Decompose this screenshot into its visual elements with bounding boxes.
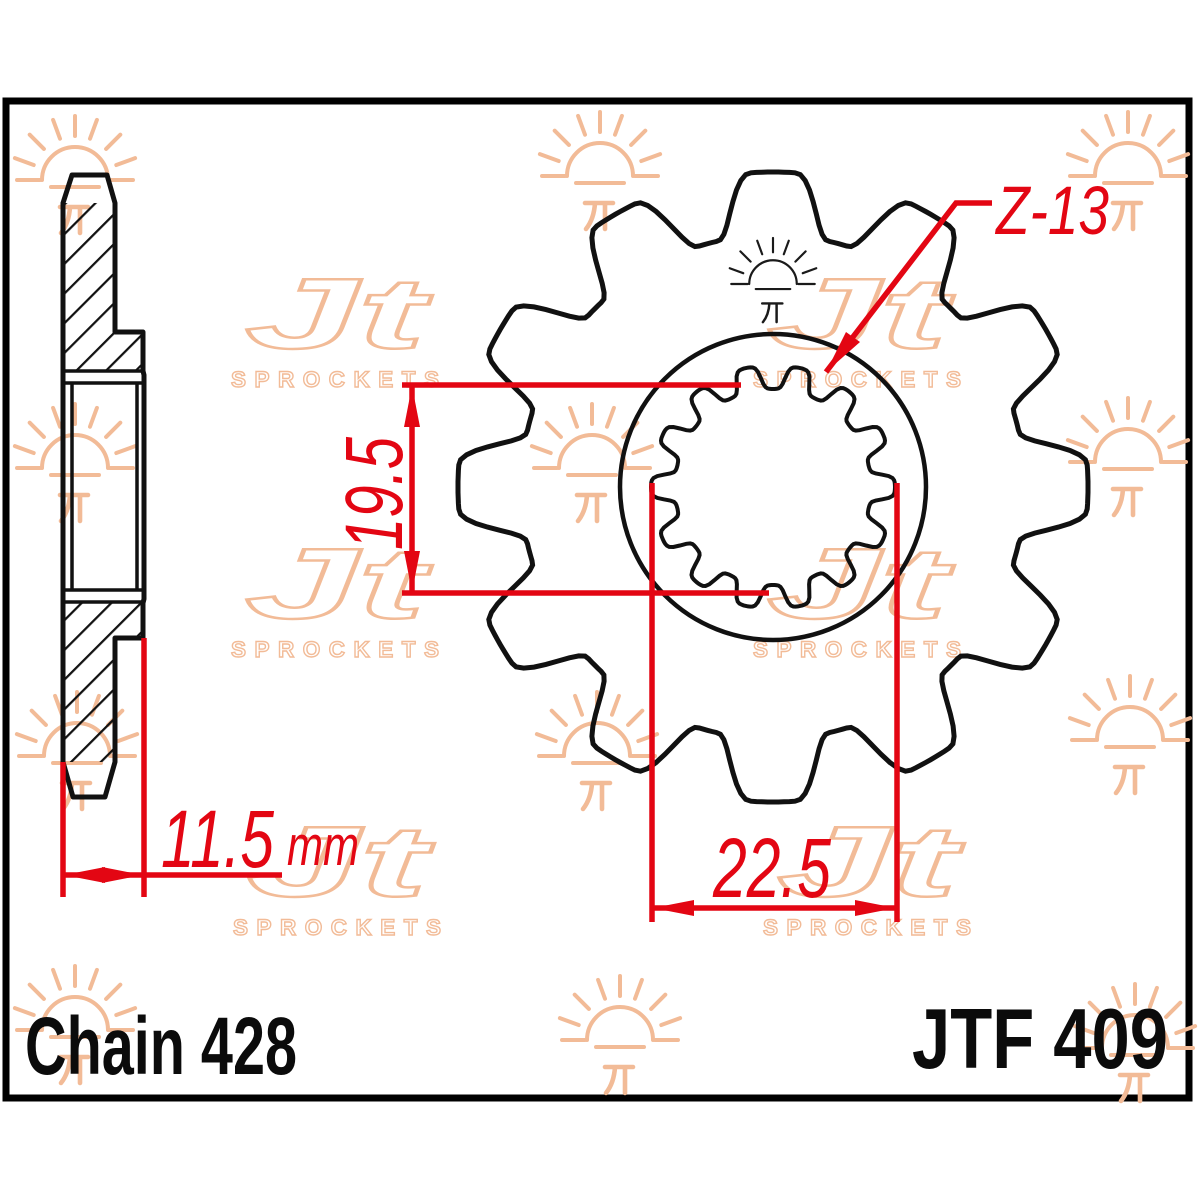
sprocket-teeth-outline (455, 169, 1091, 805)
jt-glyph (57, 1054, 91, 1086)
sun-watermark-icon (1065, 110, 1191, 232)
spline-width-label: 22.5 (712, 821, 831, 915)
jt-logo-sprockets-text: SPROCKETS (763, 915, 971, 940)
arrow-left-icon (653, 900, 694, 916)
leader-arrow-icon (826, 332, 860, 372)
arrow-down-icon (404, 551, 420, 592)
jt-glyph (760, 302, 784, 324)
sun-watermark-icon (557, 974, 683, 1096)
jt-logo-letters: Jt (767, 258, 954, 370)
jt-logo-sprockets-text: SPROCKETS (231, 637, 439, 662)
jt-logo-sprockets-text: SPROCKETS (231, 367, 439, 392)
watermark-layer: JtSPROCKETSJtSPROCKETSJtSPROCKETSJtSPROC… (12, 110, 1198, 1104)
jt-logo-sprockets-text: SPROCKETS (233, 915, 441, 940)
side-view-hatching-lower (63, 603, 143, 762)
jt-logo-letters: Jt (247, 806, 434, 918)
dimension-spline-height: 19.5 (329, 382, 769, 596)
side-view-hatching-upper (63, 203, 143, 371)
sun-watermark-icon (12, 964, 138, 1086)
dimension-spline-width: 22.5 (649, 483, 900, 922)
chain-size-label: Chain 428 (25, 1001, 297, 1092)
tooth-count-label: Z-13 (994, 172, 1109, 249)
dimensions: 19.5 22.5 11.5 mm Z-13 (60, 172, 1109, 922)
jt-glyph (1110, 200, 1144, 232)
dimension-thickness: 11.5 mm (60, 638, 359, 897)
sun-watermark-icon (1065, 396, 1191, 518)
thickness-label: 11.5 (161, 794, 274, 885)
jt-glyph (582, 200, 616, 232)
jt-logo-letters: Jt (245, 258, 432, 370)
jt-glyph (602, 1064, 636, 1096)
side-view-bore-lines (63, 369, 144, 604)
jt-glyph (1117, 1072, 1151, 1104)
arrow-right-icon (102, 867, 143, 883)
arrow-right-icon (855, 900, 896, 916)
arrow-up-icon (404, 386, 420, 427)
jt-glyph (579, 780, 613, 812)
sun-watermark-icon (1067, 674, 1193, 796)
spline-height-label: 19.5 (329, 437, 420, 550)
jt-glyph (1110, 486, 1144, 518)
sun-watermark-icon (12, 114, 138, 236)
sun-watermark-icon (537, 110, 663, 232)
jt-logo-letters: Jt (245, 528, 432, 640)
brand-sun-icon (728, 236, 818, 324)
jt-logo-letters: Jt (777, 806, 964, 918)
sprocket-side-view (60, 172, 147, 800)
jt-glyph (574, 492, 608, 524)
sun-watermark-icon (1072, 982, 1198, 1104)
part-number-label: JTF 409 (912, 992, 1168, 1087)
sun-icon (728, 236, 818, 324)
tooth-count-leader: Z-13 (823, 172, 1109, 374)
jt-glyph (1112, 764, 1146, 796)
thickness-unit-label: mm (287, 814, 359, 878)
drawing-border (2, 97, 1193, 1102)
hub-circle (617, 331, 929, 643)
arrow-left-icon (64, 867, 105, 883)
